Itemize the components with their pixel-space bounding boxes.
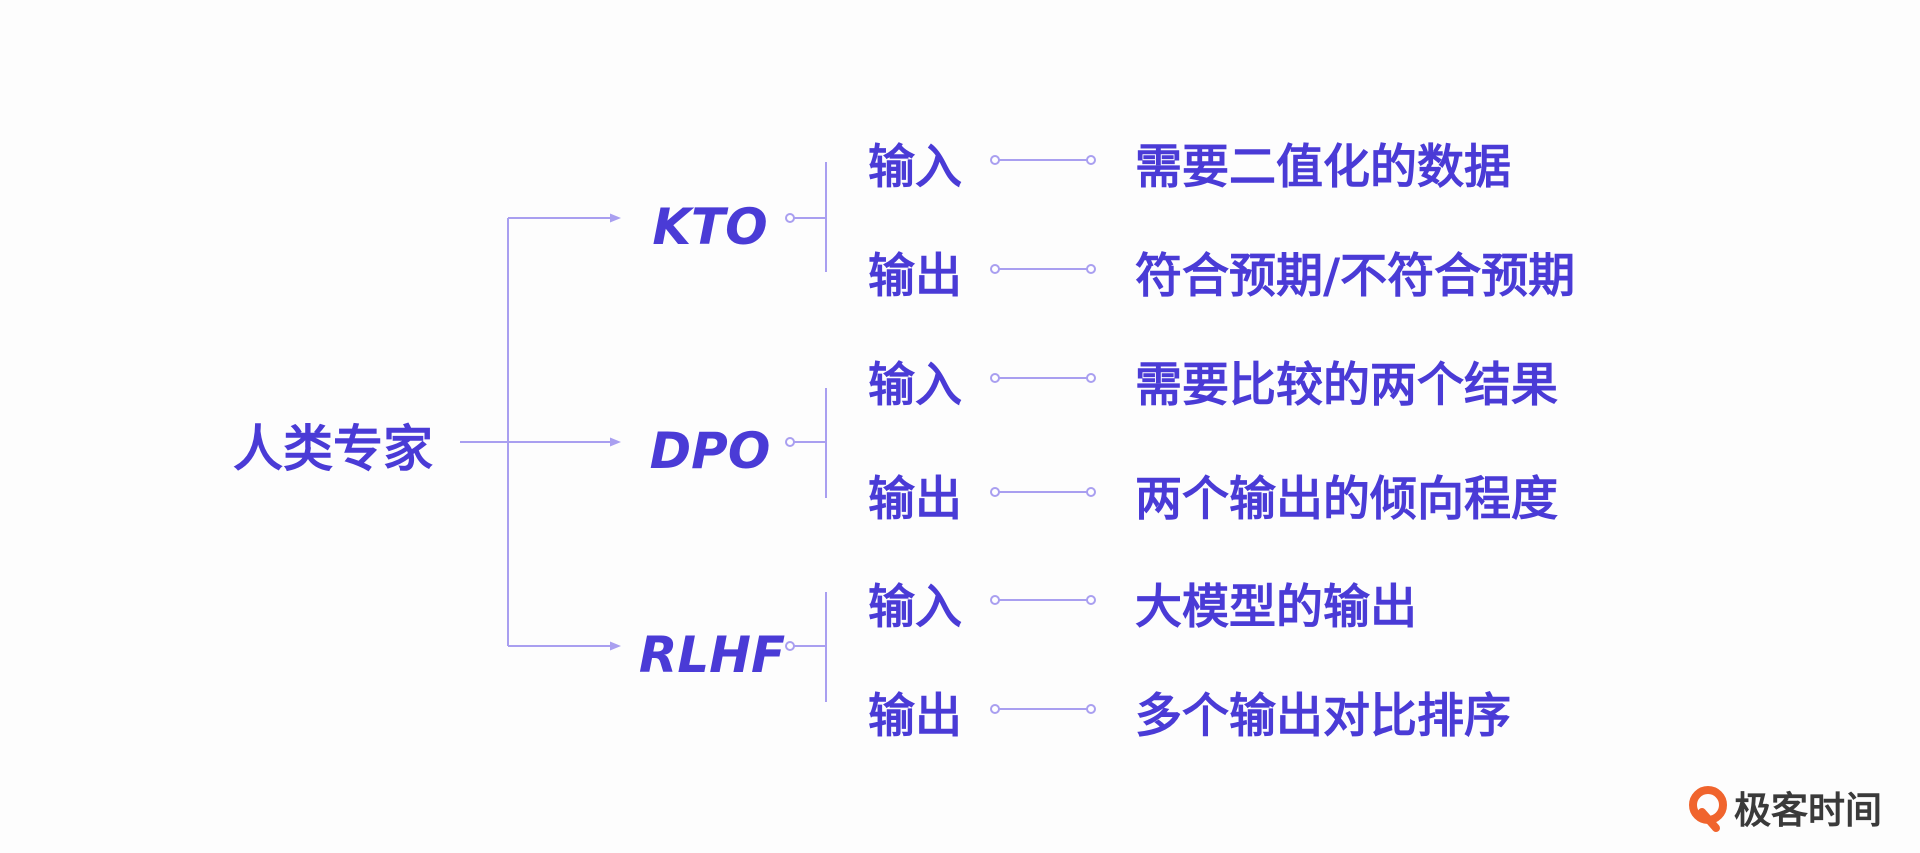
connector-end-dot — [1086, 373, 1096, 383]
method-node-rlhf — [785, 641, 795, 651]
desc-label: 需要二值化的数据 — [1135, 140, 1511, 195]
desc-label: 大模型的输出 — [1135, 580, 1417, 635]
logo: 极客时间 — [1689, 786, 1882, 832]
method-label-dpo: DPO — [650, 422, 771, 480]
arrow-kto-icon — [610, 213, 621, 223]
row-kto-input: 输入 需要二值化的数据 — [868, 140, 1511, 195]
io-label: 输入 — [868, 358, 962, 413]
row-dpo-input: 输入 需要比较的两个结果 — [868, 358, 1558, 413]
connector-end-dot — [1086, 595, 1096, 605]
connector-start-dot — [990, 704, 1000, 714]
method-node-kto — [785, 213, 795, 223]
row-kto-output: 输出 符合预期/不符合预期 — [868, 249, 1575, 304]
desc-label: 多个输出对比排序 — [1135, 689, 1511, 744]
connector-end-dot — [1086, 264, 1096, 274]
arrow-rlhf-icon — [610, 641, 621, 651]
method-label-kto: KTO — [652, 198, 767, 256]
io-label: 输入 — [868, 580, 962, 635]
desc-label: 符合预期/不符合预期 — [1135, 249, 1575, 304]
row-dpo-output: 输出 两个输出的倾向程度 — [868, 472, 1558, 527]
logo-text: 极客时间 — [1734, 789, 1882, 832]
io-label: 输出 — [868, 249, 962, 304]
method-node-dpo — [785, 437, 795, 447]
connector-end-dot — [1086, 155, 1096, 165]
method-group-rlhf: RLHF 输入 大模型的输出 输出 多个输出对比排序 — [639, 580, 1511, 744]
connector-end-dot — [1086, 487, 1096, 497]
root-label: 人类专家 — [233, 420, 433, 478]
root-connectors — [460, 213, 621, 651]
method-label-rlhf: RLHF — [639, 626, 785, 684]
connector-start-dot — [990, 595, 1000, 605]
connector-end-dot — [1086, 704, 1096, 714]
desc-label: 需要比较的两个结果 — [1135, 358, 1558, 413]
row-rlhf-input: 输入 大模型的输出 — [868, 580, 1417, 635]
method-group-kto: KTO 输入 需要二值化的数据 输出 符合预期/不符合预期 — [652, 140, 1575, 304]
method-group-dpo: DPO 输入 需要比较的两个结果 输出 两个输出的倾向程度 — [650, 358, 1558, 527]
connector-start-dot — [990, 487, 1000, 497]
desc-label: 两个输出的倾向程度 — [1135, 472, 1558, 527]
connector-start-dot — [990, 264, 1000, 274]
io-label: 输入 — [868, 140, 962, 195]
connector-start-dot — [990, 155, 1000, 165]
io-label: 输出 — [868, 689, 962, 744]
connector-start-dot — [990, 373, 1000, 383]
geektime-logo-icon — [1689, 786, 1727, 832]
arrow-dpo-icon — [610, 437, 621, 447]
row-rlhf-output: 输出 多个输出对比排序 — [868, 689, 1511, 744]
io-label: 输出 — [868, 472, 962, 527]
